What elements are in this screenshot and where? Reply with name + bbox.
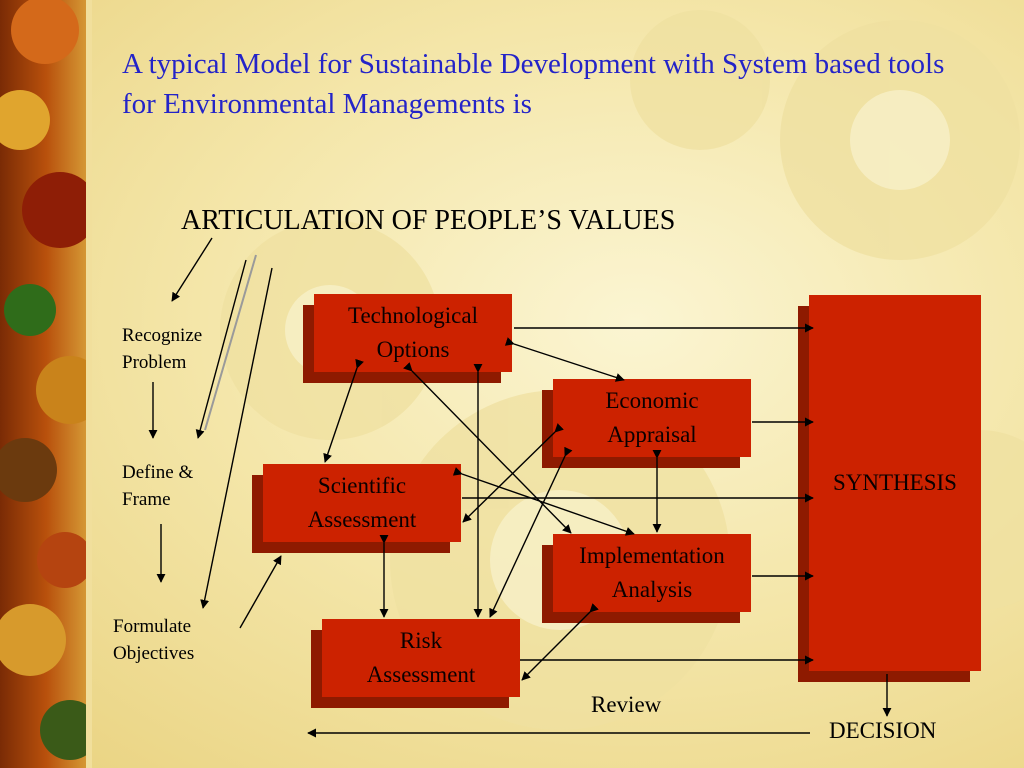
step-line: Recognize — [122, 325, 203, 346]
box-line: SYNTHESIS — [833, 470, 957, 495]
values-heading: ARTICULATION OF PEOPLE’S VALUES — [181, 205, 676, 236]
arrow-formulate-to-scientific — [239, 555, 282, 629]
box-line: Implementation — [579, 543, 725, 568]
arrow-economic-risk — [489, 446, 573, 618]
box-line: Analysis — [611, 577, 693, 602]
step-line: Problem — [122, 352, 187, 373]
step-line: Formulate — [113, 616, 192, 637]
step-line: Frame — [122, 489, 171, 510]
arrow-values-to-recognize — [171, 237, 213, 302]
step-define-frame: Define & Frame — [122, 459, 193, 513]
step-line: Objectives — [113, 643, 195, 664]
box-economic-appraisal: Economic Appraisal — [553, 379, 751, 457]
arrow-values-to-formulate — [200, 267, 273, 609]
box-line: Assessment — [307, 507, 417, 532]
box-line: Options — [376, 337, 450, 362]
box-line: Assessment — [366, 662, 476, 687]
arrow-technological-scientific — [323, 358, 364, 463]
arrow-technological-implementation — [403, 362, 572, 534]
arrow-technological-economic — [504, 337, 625, 382]
arrow-values-to-define — [195, 259, 247, 439]
box-line: Scientific — [317, 473, 407, 498]
slide-title: A typical Model for Sustainable Developm… — [122, 48, 945, 120]
box-line: Technological — [348, 303, 478, 328]
step-formulate-objectives: Formulate Objectives — [113, 613, 194, 667]
arrow-values-to-define-grey — [204, 254, 257, 431]
box-line: Appraisal — [607, 422, 697, 447]
box-line: Economic — [605, 388, 699, 413]
box-risk-assessment: Risk Assessment — [322, 619, 520, 697]
review-label: Review — [591, 692, 662, 717]
box-synthesis: SYNTHESIS — [809, 295, 981, 671]
box-implementation-analysis: Implementation Analysis — [553, 534, 751, 612]
box-line: Risk — [399, 628, 443, 653]
decorative-left-strip — [0, 0, 92, 768]
step-recognize-problem: Recognize Problem — [122, 322, 202, 376]
arrow-scientific-implementation — [452, 467, 635, 536]
decision-label: DECISION — [829, 718, 937, 743]
arrow-implementation-risk — [521, 603, 599, 681]
step-line: Define & — [122, 462, 194, 483]
